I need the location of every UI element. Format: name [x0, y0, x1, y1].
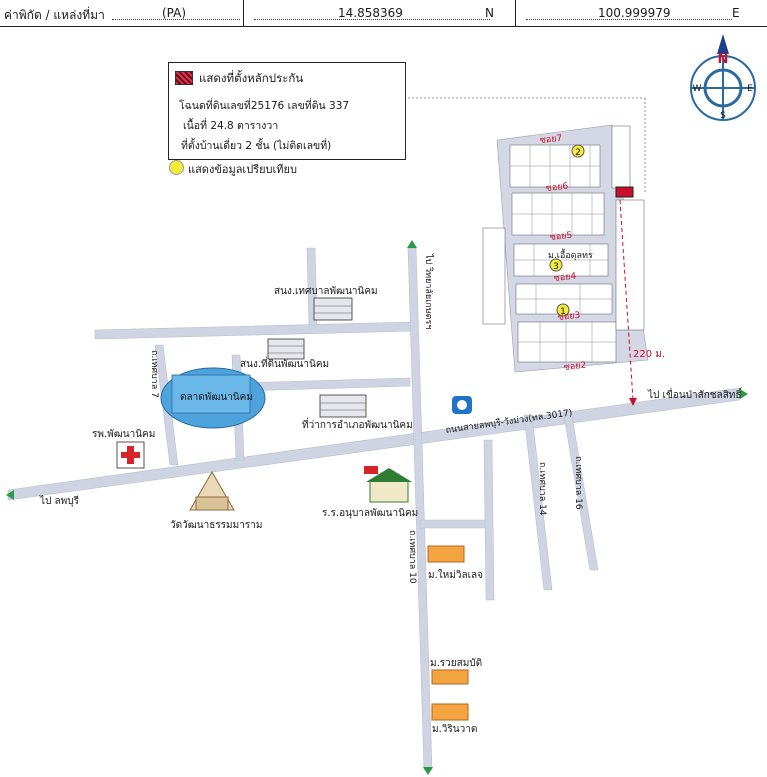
compass-icon: N S W E	[690, 34, 756, 121]
middle-cross-road	[239, 377, 411, 392]
village-icon	[427, 545, 465, 563]
village-wiri-label: ม.วิรินวาต	[432, 724, 477, 735]
dotted-line	[526, 19, 732, 20]
compare-point-2	[571, 144, 585, 158]
soi-label: ซอย5	[549, 231, 572, 243]
upper-cross-road	[94, 321, 416, 340]
school-icon	[369, 479, 409, 503]
soi7-label: ถ.เทศบาล 7	[149, 350, 159, 398]
compare-label-2: 2	[575, 148, 581, 158]
thai-flag-icon	[364, 466, 378, 474]
village-icon	[431, 669, 469, 685]
collateral-legend-label: แสดงที่ตั้งหลักประกัน	[199, 71, 304, 85]
latitude-value: 14.858369	[338, 6, 403, 20]
collateral-marker	[615, 186, 634, 198]
compare-point-3	[549, 258, 563, 272]
collateral-swatch-icon	[175, 71, 193, 85]
municipality-building-icon	[313, 297, 353, 321]
area-text: เนื้อที่ 24.8 ตารางวา	[183, 120, 279, 132]
temple-label: วัดวัฒนาธรรมมาราม	[170, 520, 262, 531]
coord-label: ค่าพิกัด / แหล่งที่มา	[4, 8, 105, 22]
compare-label-1: 1	[560, 307, 566, 317]
kindergarten-label: ร.ร.อนุบาลพัฒนานิคม	[322, 508, 418, 519]
village-icons	[427, 545, 469, 721]
village-ruay-label: ม.รวยสมบัติ	[430, 658, 482, 669]
soi-label: ซอย2	[563, 361, 586, 373]
arrow-west-icon	[6, 490, 14, 500]
distance-arrow	[629, 398, 637, 406]
distance-line	[619, 199, 634, 401]
longitude-unit: E	[732, 6, 740, 20]
location-map: 2 3 1 ซอย7 ซอย6 ซอย5 ซอย4 ซอย3 ซอย2	[6, 34, 756, 775]
market-block	[171, 374, 251, 414]
header-source-cell: ค่าพิกัด / แหล่งที่มา (PA)	[0, 0, 244, 26]
village-icon	[431, 703, 469, 721]
header-lat-cell: 14.858369 N	[244, 0, 516, 26]
compare-legend-label: แสดงข้อมูลเปรียบเทียบ	[188, 163, 297, 176]
housing-estate	[482, 124, 649, 373]
arrow-north-icon	[407, 240, 417, 248]
land-office-building-icon	[267, 338, 305, 360]
market-label: ตลาดพัฒนานิคม	[180, 392, 253, 403]
compass-w: W	[693, 84, 702, 94]
soi10-label: ถ.เทศบาล 10	[407, 530, 417, 584]
village-link-road	[419, 519, 489, 529]
municipality-label: สนง.เทศบาลพัฒนานิคม	[274, 286, 378, 297]
to-college-label: ไป วิทยาลัยเกษตรฯ	[423, 253, 434, 329]
district-office-building-icon	[319, 394, 367, 418]
latitude-unit: N	[485, 6, 494, 20]
compass-n: N	[718, 52, 729, 67]
compare-point-1	[556, 303, 570, 317]
building-text: ที่ตั้งบ้านเดี่ยว 2 ชั้น (ไม่ติดเลขที่)	[181, 140, 332, 152]
coord-source: (PA)	[162, 6, 187, 20]
district-office-label: ที่ว่าการอำเภอพัฒนานิคม	[302, 417, 413, 431]
soi-label: ซอย6	[545, 182, 569, 194]
soi16-road	[562, 409, 599, 571]
soi14-label: ถ.เทศบาล 14	[537, 462, 547, 516]
compass-e: E	[747, 84, 753, 94]
arrow-east-icon	[740, 389, 748, 399]
soi14-road	[523, 414, 553, 591]
hospital-label: รพ.พัฒนานิคม	[92, 429, 155, 440]
deed-text: โฉนดที่ดินเลขที่25176 เลขที่ดิน 337	[179, 100, 350, 112]
government-buildings	[267, 297, 367, 418]
to-dam-label: ไป เขื่อนป่าสักชลสิทธิ์	[647, 387, 743, 401]
soi-label: ซอย4	[553, 272, 577, 284]
distance-label: 220 ม.	[633, 349, 665, 360]
soi-label: ซอย7	[539, 134, 562, 146]
header-lon-cell: 100.999979 E	[516, 0, 766, 26]
arrow-south-icon	[423, 767, 433, 775]
village-mai-label: ม.ใหม่วิลเลจ	[428, 569, 483, 581]
soi16-label: ถ.เทศบาล 16	[573, 456, 583, 510]
link-down-road	[483, 439, 495, 601]
comparison-points: 2 3 1	[549, 144, 585, 317]
main-road	[7, 387, 741, 501]
soi-label: ซอย3	[557, 311, 580, 323]
longitude-value: 100.999979	[598, 6, 671, 20]
compare-label-3: 3	[553, 262, 559, 272]
dotted-line	[112, 19, 240, 20]
compass-s: S	[720, 111, 726, 121]
to-lopburi-label: ไป ลพบุรี	[39, 495, 80, 507]
compare-legend-icon	[169, 160, 184, 175]
coordinate-header: ค่าพิกัด / แหล่งที่มา (PA) 14.858369 N 1…	[0, 0, 767, 27]
dotted-line	[254, 19, 490, 20]
legend-box: แสดงที่ตั้งหลักประกัน โฉนดที่ดินเลขที่25…	[168, 62, 406, 160]
land-office-label: สนง.ที่ดินพัฒนานิคม	[240, 356, 329, 370]
village-main-label: ม.เอื้อดุลทร	[548, 248, 593, 261]
